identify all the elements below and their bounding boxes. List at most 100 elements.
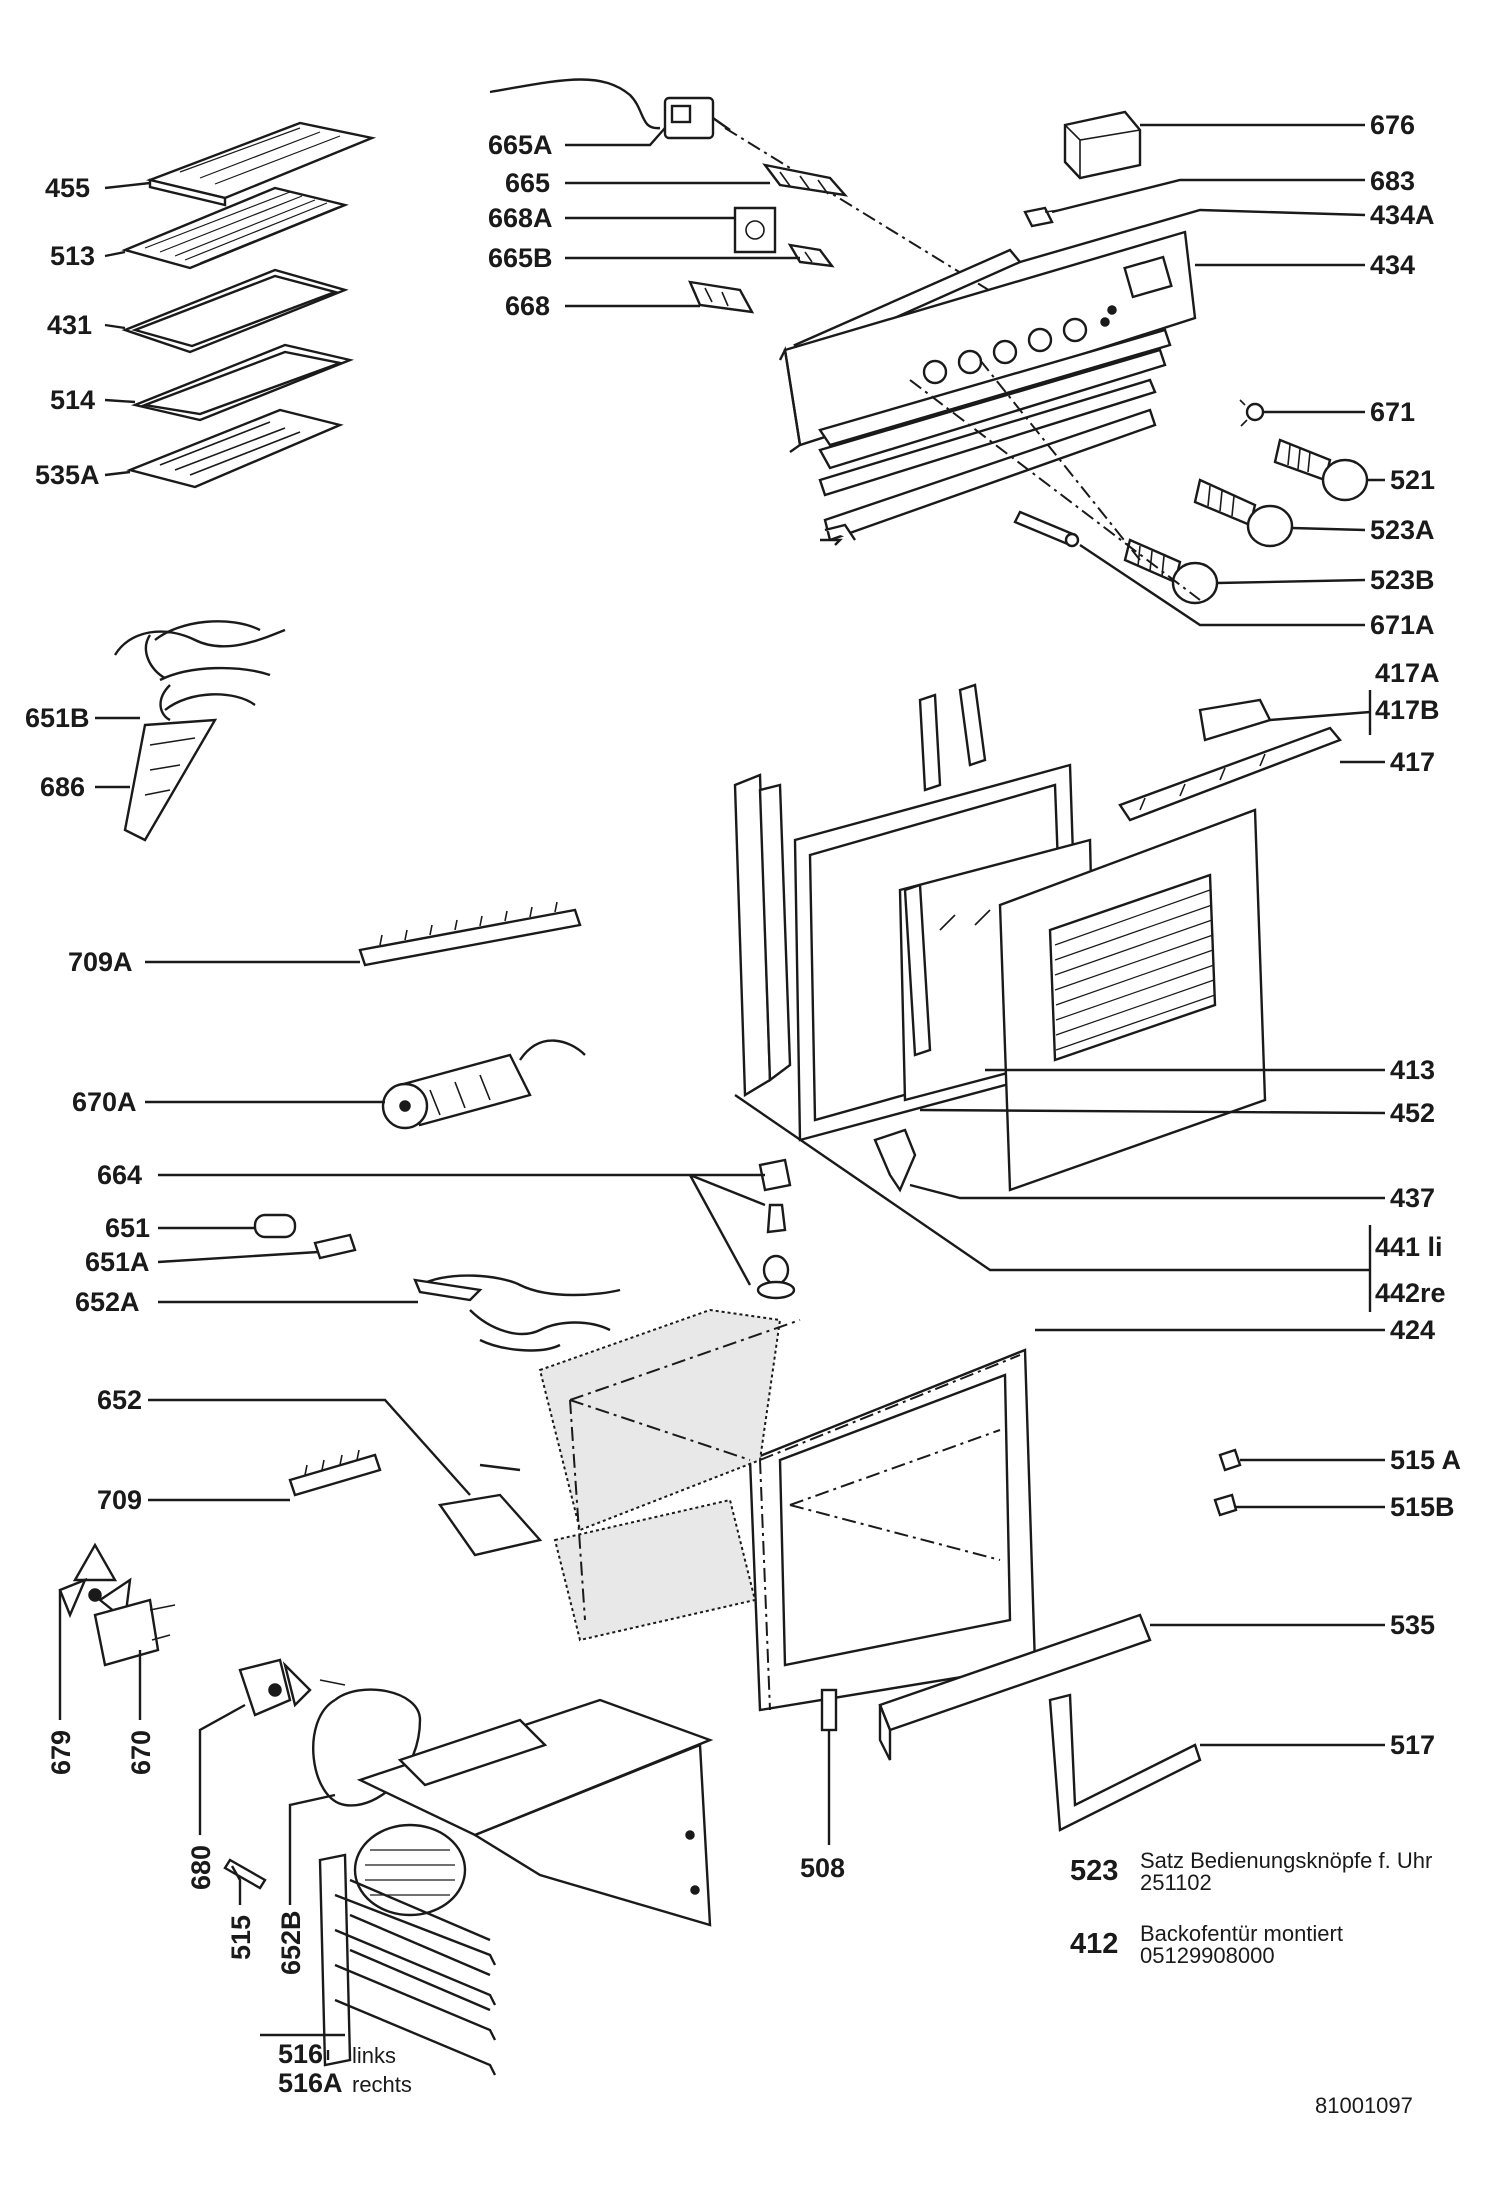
- label-670: 670: [126, 1730, 156, 1775]
- label-455: 455: [45, 173, 90, 203]
- part-670-fan-motor: [93, 1598, 176, 1667]
- part-680-fan-wheel: [238, 1658, 312, 1717]
- label-434A: 434A: [1370, 200, 1435, 230]
- label-515A: 515 A: [1390, 1445, 1461, 1475]
- part-665B-terminal: [787, 243, 835, 268]
- part-671-bulb: [1239, 399, 1265, 427]
- part-679-fan-blade: [58, 1542, 132, 1623]
- control-panel-trim: [818, 328, 1172, 546]
- part-door-outer-panel: [998, 808, 1267, 1192]
- label-665B: 665B: [488, 243, 553, 273]
- part-535-rail: [878, 1613, 1152, 1761]
- label-676: 676: [1370, 110, 1415, 140]
- label-709: 709: [97, 1485, 142, 1515]
- part-665-terminal-block: [762, 163, 849, 197]
- label-413: 413: [1390, 1055, 1435, 1085]
- label-434: 434: [1370, 250, 1415, 280]
- part-455-grill-tray: [145, 121, 377, 207]
- label-521: 521: [1390, 465, 1435, 495]
- part-709-terminal-strip: [288, 1449, 382, 1497]
- part-labels: 665A 665 668A 665B 668 676 683 434A 434 …: [25, 110, 1461, 2098]
- note-412-code: 412: [1070, 1928, 1118, 1960]
- part-door-frame-side-left: [733, 773, 792, 1098]
- label-686: 686: [40, 772, 85, 802]
- part-434-control-panel: [778, 230, 1197, 453]
- label-437: 437: [1390, 1183, 1435, 1213]
- label-671A: 671A: [1370, 610, 1435, 640]
- part-517-bracket: [1048, 1693, 1202, 1832]
- notes-block: 523 Satz Bedienungsknöpfe f. Uhr 251102 …: [1070, 1848, 1432, 1968]
- label-417: 417: [1390, 747, 1435, 777]
- note-412-text: Backofentür montiert: [1140, 1921, 1343, 1946]
- label-515B: 515B: [1390, 1492, 1455, 1522]
- label-652: 652: [97, 1385, 142, 1415]
- label-417B: 417B: [1375, 695, 1440, 725]
- part-513-grid-rack: [121, 186, 349, 270]
- part-665A-connector: [663, 96, 731, 140]
- oven-cavity-group: [437, 1158, 1242, 1832]
- part-521-knob: [1273, 438, 1369, 502]
- label-652B: 652B: [276, 1910, 306, 1975]
- label-515: 515: [226, 1915, 256, 1960]
- label-523A: 523A: [1370, 515, 1435, 545]
- label-670A: 670A: [72, 1087, 137, 1117]
- label-664: 664: [97, 1160, 142, 1190]
- label-431: 431: [47, 310, 92, 340]
- part-668A-switch: [733, 206, 777, 254]
- heating-elements-left: [113, 620, 621, 1497]
- part-fan-guard-grille: [353, 1823, 467, 1917]
- label-679: 679: [46, 1730, 76, 1775]
- part-676-clock-module: [1063, 110, 1142, 180]
- part-516-shelf-supports: [318, 1853, 497, 2076]
- part-452-door-frame: [903, 883, 932, 1057]
- label-651: 651: [105, 1213, 150, 1243]
- part-515B-screw: [1213, 1493, 1238, 1517]
- label-513: 513: [50, 241, 95, 271]
- label-535A: 535A: [35, 460, 100, 490]
- label-535: 535: [1390, 1610, 1435, 1640]
- label-516: 516: [278, 2039, 323, 2069]
- label-516A-rechts: rechts: [352, 2072, 412, 2097]
- label-652A: 652A: [75, 1287, 140, 1317]
- part-523A-knob: [1193, 478, 1294, 548]
- label-417A: 417A: [1375, 658, 1440, 688]
- part-417A-handle-end: [1198, 698, 1272, 742]
- label-523B: 523B: [1370, 565, 1435, 595]
- part-rear-panel: [356, 1698, 714, 1927]
- part-523B-knob: [1123, 538, 1219, 605]
- part-652A-lower-element: [413, 1274, 621, 1352]
- part-514-tray: [130, 343, 355, 422]
- label-441li: 441 li: [1375, 1232, 1443, 1262]
- part-508-clip: [820, 1688, 838, 1732]
- part-door-frame-top-posts: [918, 683, 987, 792]
- part-431-baking-tray: [121, 268, 349, 354]
- document-number: 81001097: [1315, 2093, 1413, 2118]
- label-668A: 668A: [488, 203, 553, 233]
- part-oven-cavity-box: [538, 1308, 1021, 1711]
- part-535A-drip-tray: [126, 408, 344, 489]
- part-668-switch-block: [688, 280, 755, 314]
- part-515A-screw: [1218, 1448, 1242, 1472]
- part-437-hinge: [873, 1128, 917, 1193]
- label-665A: 665A: [488, 130, 553, 160]
- label-516-links: links: [352, 2043, 396, 2068]
- label-671: 671: [1370, 397, 1415, 427]
- part-652-bottom-element: [437, 1463, 543, 1557]
- label-665: 665: [505, 168, 550, 198]
- label-651A: 651A: [85, 1247, 150, 1277]
- part-686-bracket: [123, 718, 218, 842]
- trays-group: [121, 121, 377, 489]
- part-651A-plug: [313, 1233, 357, 1260]
- note-523-number: 251102: [1140, 1870, 1212, 1895]
- label-514: 514: [50, 385, 95, 415]
- label-651B: 651B: [25, 703, 90, 733]
- part-515-sensor: [223, 1858, 267, 1890]
- part-424-oven-front-frame: [748, 1348, 1037, 1712]
- label-709A: 709A: [68, 947, 133, 977]
- part-709A-heating-strip: [358, 901, 582, 967]
- label-516A: 516A: [278, 2068, 343, 2098]
- note-523-code: 523: [1070, 1855, 1118, 1887]
- part-417-handle: [1118, 726, 1342, 822]
- label-452: 452: [1390, 1098, 1435, 1128]
